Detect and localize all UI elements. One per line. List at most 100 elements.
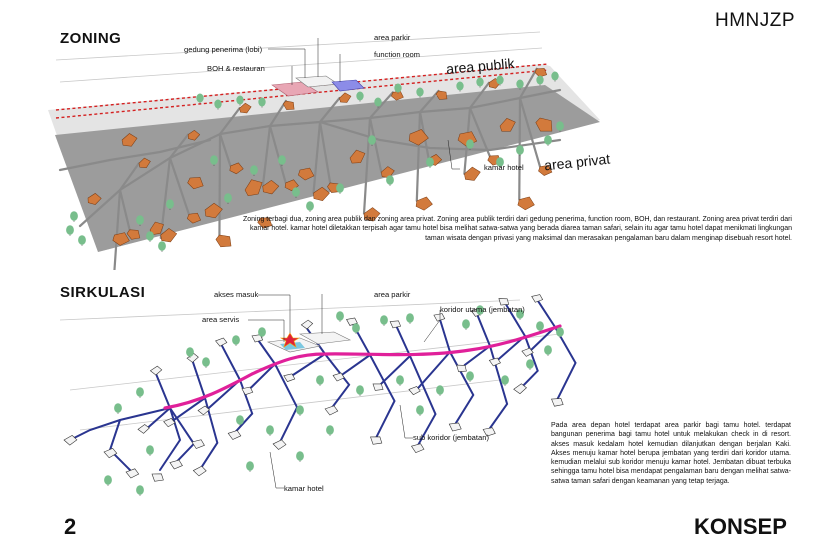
tree-icon [296,405,304,416]
zoning-branch [268,124,287,184]
sirkulasi-diagram [59,294,577,496]
sub-corridor [159,407,182,471]
sub-corridor [395,324,411,357]
sirkulasi-label-area-servis: area servis [202,315,240,324]
tree-icon [158,241,166,252]
hotel-room-icon [339,92,352,103]
zoning-branch [368,116,383,174]
zoning-branch [113,188,122,270]
hotel-room-icon [324,405,339,416]
tree-icon [104,475,112,486]
tree-icon [516,145,524,156]
tree-icon [316,375,324,386]
tree-icon [224,193,232,204]
page-number: 2 [64,514,77,539]
tree-icon [278,155,286,166]
zoning-branch [118,188,131,231]
tree-icon [380,315,388,326]
zoning-walkways [58,67,562,270]
sirkulasi-heading: SIRKULASI [60,284,146,301]
hotel-room-icon [251,334,264,343]
hotel-room-icon [499,117,516,132]
tree-icon [436,385,444,396]
tree-icon [501,375,509,386]
tree-icon [466,371,474,382]
zoning-branch [318,96,341,124]
tree-icon [136,485,144,496]
sub-corridor [409,355,437,448]
hotel-room-icon [163,418,176,428]
hotel-room-icon [112,232,130,246]
hotel-room-icon [408,386,421,396]
entrance-star-icon [279,332,301,348]
hotel-room-icon [262,180,280,195]
sub-corridor [536,299,556,328]
sirkulasi-label-akses-masuk: akses masuk [214,290,259,299]
public-buildings [271,75,365,97]
zoning-walkway [58,138,212,172]
zoning-rooms [87,68,553,248]
hotel-room-icon [169,459,183,470]
sirkulasi-leaders [248,294,441,489]
zoning-branch [415,110,422,202]
zoning-label-kamar-hotel: kamar hotel [484,163,524,172]
hotel-room-icon [521,347,534,357]
tree-icon [551,71,559,82]
hotel-room-icon [103,447,118,459]
hotel-room-icon [535,117,553,132]
hotel-room-icon [488,357,501,367]
tree-icon [466,139,474,150]
hotel-room-icon [300,319,314,330]
zoning-branch [218,132,222,244]
main-corridor [163,324,562,410]
sub-corridor [528,326,556,353]
tree-icon [526,359,534,370]
sub-corridor [256,338,276,365]
sub-corridor [170,397,206,423]
tree-icon [136,215,144,226]
tree-icon [336,311,344,322]
zoning-paragraph: Zoning terbagi dua, zoning area publik d… [242,216,792,242]
tree-icon [556,121,564,132]
hotel-room-icon [215,337,228,347]
tree-icon [266,425,274,436]
tree-icon [394,83,402,94]
hotel-room-icon [534,68,548,78]
hotel-room-icon [137,424,150,434]
zoning-walkway [318,120,562,152]
tree-icon [386,175,394,186]
sub-corridor [198,397,219,472]
sub-corridor [108,419,131,471]
tree-icon [246,461,254,472]
tree-icon [306,201,314,212]
zoning-branch [518,67,538,100]
hotel-room-icon [227,430,242,440]
sirkulasi-rooms [63,294,564,482]
zoning-trees [66,71,564,252]
tree-icon [214,99,222,110]
sub-corridor [449,351,475,426]
tree-icon [166,199,174,210]
hotel-room-icon [389,320,402,329]
function-room-block [331,79,365,92]
sub-corridor [463,345,491,367]
sub-corridor [155,373,171,409]
hotel-room-icon [415,196,433,211]
tree-icon [536,321,544,332]
sub-corridor [191,361,206,399]
hotel-room-icon [191,439,205,449]
zoning-branch [261,124,272,188]
tree-icon [426,157,434,168]
hotel-room-icon [482,427,496,437]
zoning-branch [118,162,141,192]
tree-icon [236,95,244,106]
hotel-room-icon [257,217,273,229]
hotel-room-icon [349,149,366,164]
sub-corridor [340,354,371,377]
hotel-room-icon [151,473,164,482]
hotel-room-icon [125,468,140,479]
tree-icon [368,135,376,146]
zoning-heading: ZONING [60,30,122,47]
hotel-room-icon [410,443,425,453]
sirkulasi-paragraph: Pada area depan hotel terdapat area park… [551,422,791,485]
